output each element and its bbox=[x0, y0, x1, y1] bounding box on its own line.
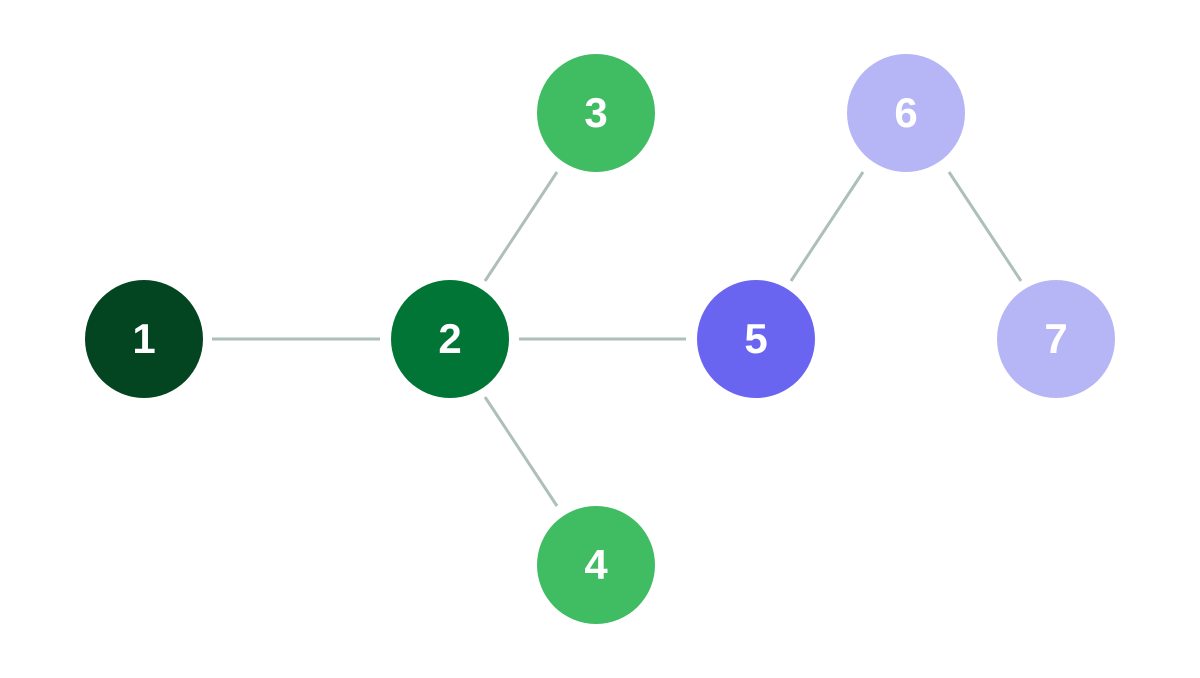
node-2: 2 bbox=[391, 280, 509, 398]
node-3: 3 bbox=[537, 54, 655, 172]
node-2-label: 2 bbox=[438, 315, 462, 362]
node-4-label: 4 bbox=[584, 541, 608, 588]
node-6: 6 bbox=[847, 54, 965, 172]
edge-2-4 bbox=[483, 396, 559, 507]
node-1: 1 bbox=[85, 280, 203, 398]
node-7: 7 bbox=[997, 280, 1115, 398]
node-6-label: 6 bbox=[894, 89, 918, 136]
node-3-label: 3 bbox=[584, 89, 608, 136]
edge-2-3 bbox=[483, 171, 559, 282]
node-7-label: 7 bbox=[1044, 315, 1068, 362]
edge-5-6 bbox=[789, 171, 865, 282]
node-5-label: 5 bbox=[744, 315, 768, 362]
edge-6-7 bbox=[947, 171, 1023, 282]
node-4: 4 bbox=[537, 506, 655, 624]
node-1-label: 1 bbox=[132, 315, 156, 362]
node-5: 5 bbox=[697, 280, 815, 398]
